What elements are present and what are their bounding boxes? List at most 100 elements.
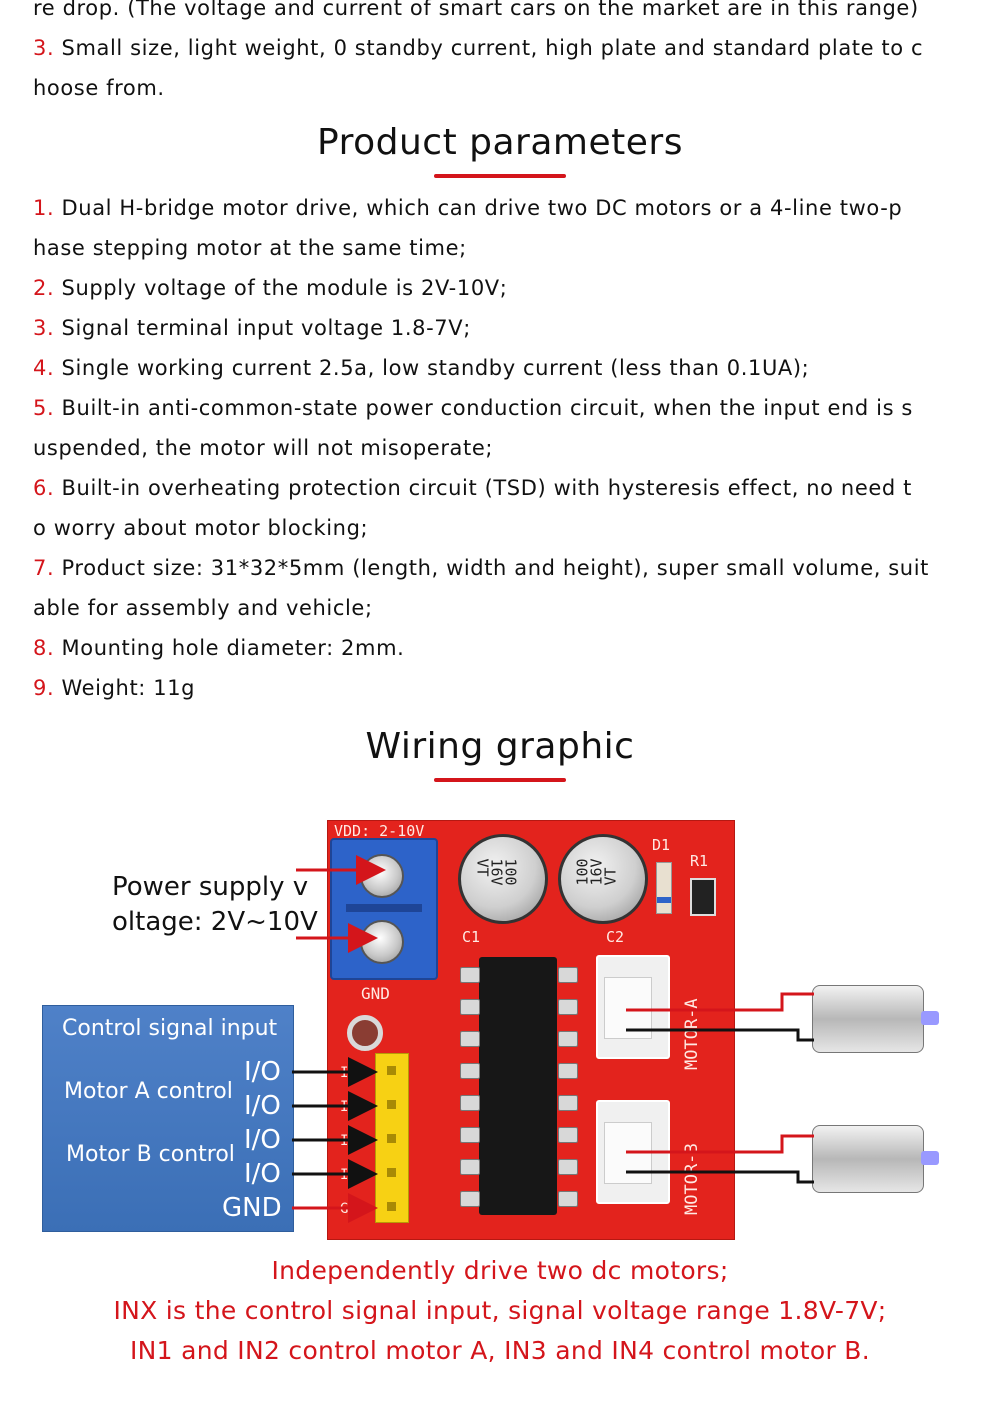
param-item-4: 4. Single working current 2.5a, low stan… [33, 356, 809, 380]
item-text: Single working current 2.5a, low standby… [54, 356, 810, 380]
param-item-5-cont: uspended, the motor will not misoperate; [33, 436, 494, 460]
capacitor-c2: 100 16V VT [558, 834, 648, 924]
c2-silk-label: C2 [606, 928, 625, 946]
heading-underline [434, 174, 566, 178]
d1-silk-label: D1 [652, 836, 671, 854]
param-item-7: 7. Product size: 31*32*5mm (length, widt… [33, 556, 929, 580]
resistor-r1 [690, 878, 716, 916]
param-item-3: 3. Signal terminal input voltage 1.8-7V; [33, 316, 471, 340]
chip-pin [460, 999, 480, 1015]
param-item-1-cont: hase stepping motor at the same time; [33, 236, 467, 260]
motor-a-silk-label: MOTOR-A [682, 998, 702, 1070]
intro-text-line: re drop. (The voltage and current of sma… [33, 0, 919, 20]
capacitor-label: 100 16V VT [473, 858, 520, 886]
product-parameters-heading: Product parameters [317, 122, 683, 163]
dc-motor-a [812, 985, 939, 1053]
param-item-9: 9. Weight: 11g [33, 676, 195, 700]
item-number: 1. [33, 196, 55, 220]
item-text: Built-in anti-common-state power conduct… [54, 396, 913, 420]
item-number: 5. [33, 396, 55, 420]
diode-d1 [656, 862, 672, 914]
chip-pin [558, 1159, 578, 1175]
pin-label-in3: IN3 [340, 1133, 366, 1149]
item-number: 7. [33, 556, 55, 580]
param-item-8: 8. Mounting hole diameter: 2mm. [33, 636, 404, 660]
chip-pin [558, 999, 578, 1015]
item-text: Built-in overheating protection circuit … [54, 476, 912, 500]
chip-pin [460, 1159, 480, 1175]
wiring-graphic-heading: Wiring graphic [365, 726, 635, 767]
screw-icon [360, 920, 404, 964]
power-terminal-block [330, 838, 438, 980]
terminal-divider [346, 904, 422, 912]
caption-line-3: IN1 and IN2 control motor A, IN3 and IN4… [129, 1336, 870, 1365]
motor-b-silk-label: MOTOR-B [682, 1143, 702, 1215]
control-gnd-label: GND [222, 1193, 282, 1223]
dc-motor-b [812, 1125, 939, 1193]
item-number: 3. [33, 36, 55, 60]
motor-a-control-label: Motor A control [64, 1079, 233, 1104]
chip-pin [460, 1095, 480, 1111]
pin-label-in1: IN1 [340, 1065, 366, 1081]
motor-b-control-label: Motor B control [66, 1142, 235, 1167]
item-text: Small size, light weight, 0 standby curr… [54, 36, 924, 60]
item-text: Supply voltage of the module is 2V-10V; [54, 276, 508, 300]
r1-silk-label: R1 [690, 852, 709, 870]
caption-line-2: INX is the control signal input, signal … [113, 1296, 887, 1325]
mounting-hole [347, 1015, 383, 1051]
pin-label-gnd: GND [340, 1201, 366, 1217]
chip-pin [460, 967, 480, 983]
chip-pin [460, 1191, 480, 1207]
item-number: 3. [33, 316, 55, 340]
driver-ic-chip [479, 957, 557, 1215]
param-item-7-cont: able for assembly and vehicle; [33, 596, 373, 620]
item-text: Signal terminal input voltage 1.8-7V; [54, 316, 471, 340]
chip-pin [460, 1063, 480, 1079]
item-number: 4. [33, 356, 55, 380]
item-number: 9. [33, 676, 55, 700]
param-item-5: 5. Built-in anti-common-state power cond… [33, 396, 913, 420]
pin-label-in2: IN2 [340, 1099, 366, 1115]
chip-pin [558, 1191, 578, 1207]
item-text: Dual H-bridge motor drive, which can dri… [54, 196, 903, 220]
control-signal-title: Control signal input [62, 1016, 278, 1041]
capacitor-c1: 100 16V VT [458, 834, 548, 924]
heading-underline [434, 778, 566, 782]
param-item-2: 2. Supply voltage of the module is 2V-10… [33, 276, 507, 300]
io-label: I/O [244, 1125, 281, 1155]
pin-label-in4: IN4 [340, 1167, 366, 1183]
caption-line-1: Independently drive two dc motors; [271, 1256, 729, 1285]
motor-b-connector [596, 1100, 670, 1204]
param-item-1: 1. Dual H-bridge motor drive, which can … [33, 196, 902, 220]
item-text: Weight: 11g [54, 676, 196, 700]
item-text: Mounting hole diameter: 2mm. [54, 636, 405, 660]
item-number: 6. [33, 476, 55, 500]
chip-pin [558, 1063, 578, 1079]
gnd-silk-label: GND [361, 984, 390, 1003]
io-label: I/O [244, 1057, 281, 1087]
intro-item-3: 3. Small size, light weight, 0 standby c… [33, 36, 923, 60]
chip-pin [558, 1127, 578, 1143]
param-item-6: 6. Built-in overheating protection circu… [33, 476, 912, 500]
capacitor-label: 100 16V VT [573, 858, 620, 886]
screw-icon [360, 854, 404, 898]
chip-pin [558, 1095, 578, 1111]
signal-pin-header [375, 1053, 409, 1223]
chip-pin [558, 1031, 578, 1047]
control-signal-box [42, 1005, 294, 1232]
item-text: Product size: 31*32*5mm (length, width a… [54, 556, 929, 580]
chip-pin [460, 1031, 480, 1047]
item-number: 8. [33, 636, 55, 660]
power-supply-label: Power supply v [112, 872, 309, 902]
vdd-silk-label: VDD: 2-10V [334, 822, 425, 840]
intro-item-3-cont: hoose from. [33, 76, 165, 100]
io-label: I/O [244, 1091, 281, 1121]
chip-pin [460, 1127, 480, 1143]
param-item-6-cont: o worry about motor blocking; [33, 516, 369, 540]
c1-silk-label: C1 [462, 928, 481, 946]
io-label: I/O [244, 1159, 281, 1189]
motor-a-connector [596, 955, 670, 1059]
power-supply-label-cont: oltage: 2V~10V [112, 907, 318, 937]
chip-pin [558, 967, 578, 983]
item-number: 2. [33, 276, 55, 300]
